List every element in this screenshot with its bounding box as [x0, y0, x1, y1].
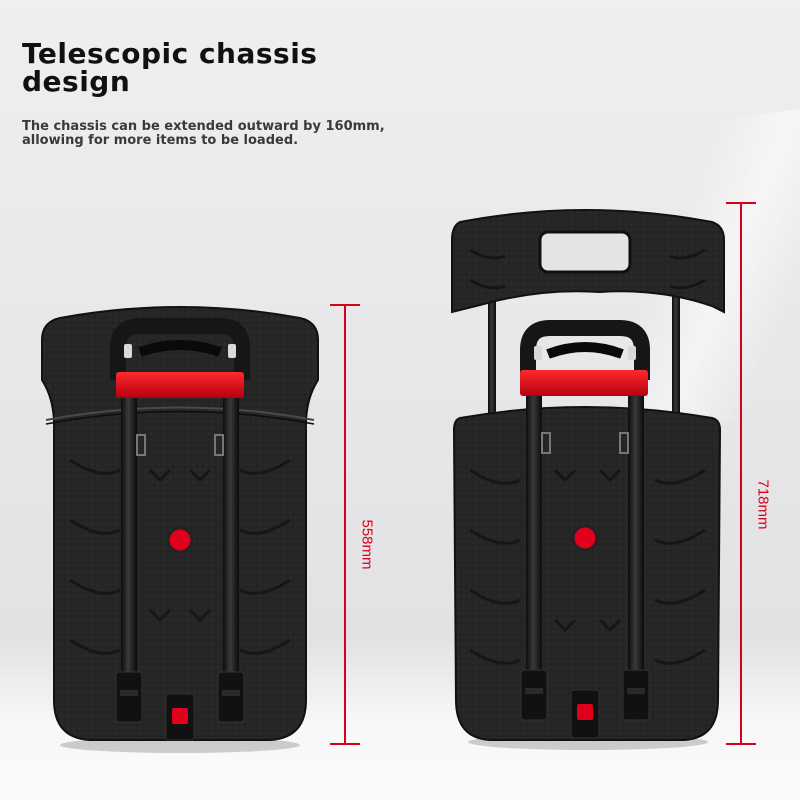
extended-trolley — [451, 209, 725, 750]
collapsed-chassis-plate — [41, 306, 319, 741]
extended-dimension-label: 718mm — [754, 479, 772, 530]
extended-release-button — [571, 524, 599, 552]
extended-dimension-line — [740, 202, 742, 744]
feature-description: The chassis can be extended outward by 1… — [22, 119, 385, 148]
collapsed-dimension-line — [344, 304, 346, 744]
collapsed-trolley — [41, 306, 319, 753]
collapsed-dimension-tick-top — [330, 304, 360, 306]
extended-dimension-tick-top — [726, 202, 756, 204]
collapsed-dimension-tick-bottom — [330, 743, 360, 745]
extended-handle — [520, 320, 650, 380]
collapsed-release-button — [166, 526, 194, 554]
collapsed-handle — [110, 318, 250, 380]
extended-chassis-plate — [452, 406, 722, 741]
page-title: Telescopic chassis design — [22, 37, 318, 98]
collapsed-dimension-label: 558mm — [358, 519, 376, 570]
extended-dimension-tick-bottom — [726, 743, 756, 745]
